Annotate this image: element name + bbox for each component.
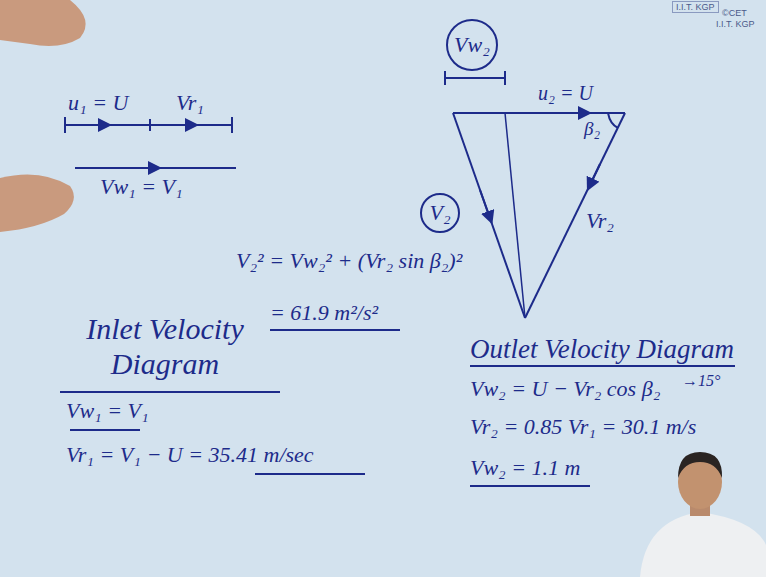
vector-label: Vw₂ bbox=[454, 33, 490, 57]
result: = 61.9 m²/s² bbox=[270, 300, 378, 325]
watermark: I.I.T. KGP bbox=[672, 1, 719, 13]
vector-label: Vr₁ bbox=[176, 90, 204, 115]
hand bbox=[0, 174, 74, 232]
angle-label: β₂ bbox=[584, 118, 600, 140]
copyright-mark: ©CET bbox=[722, 8, 747, 18]
vector-label: u₂ = U bbox=[538, 82, 593, 105]
vector-label: Vw₁ = V₁ bbox=[100, 174, 183, 199]
equation: Vr₂ = 0.85 Vr₁ = 30.1 m/s bbox=[470, 414, 696, 439]
watermark: I.I.T. KGP bbox=[716, 19, 755, 29]
circled-symbol: V₂ bbox=[420, 193, 460, 233]
vector-label: Vr₂ bbox=[586, 208, 614, 233]
equation: Vw₂ = U − Vr₂ cos β₂ bbox=[470, 376, 660, 401]
section-heading: Outlet Velocity Diagram bbox=[470, 334, 734, 365]
hand bbox=[0, 0, 86, 46]
outlet-velocity-triangle bbox=[445, 71, 625, 318]
equation: Vr₁ = V₁ − U = 35.41 m/sec bbox=[66, 442, 314, 467]
equation: Vw₁ = V₁ bbox=[66, 398, 149, 423]
section-heading: Inlet Velocity Diagram bbox=[50, 312, 280, 381]
result: Vw₂ = 1.1 m bbox=[470, 455, 581, 480]
inlet-vector-lines bbox=[65, 117, 236, 168]
angle-note: →15° bbox=[682, 372, 720, 390]
circled-symbol: Vw₂ bbox=[446, 19, 498, 71]
vector-label: V₂ bbox=[429, 201, 450, 225]
equation: V₂² = Vw₂² + (Vr₂ sin β₂)² bbox=[236, 248, 462, 273]
vector-label: u₁ = U bbox=[68, 90, 128, 115]
presenter-inset bbox=[640, 452, 766, 577]
